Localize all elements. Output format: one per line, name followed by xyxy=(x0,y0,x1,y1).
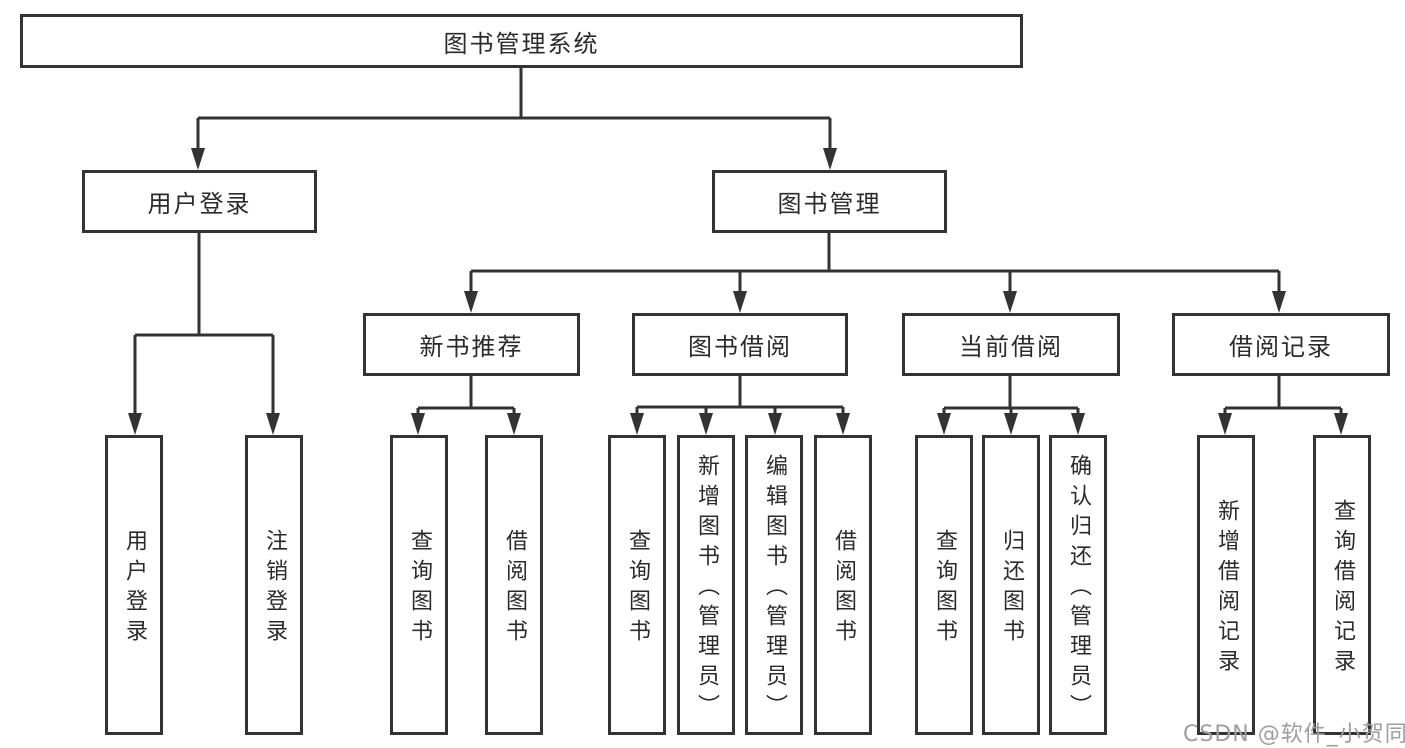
leaf-label: 归还图书 xyxy=(999,529,1024,649)
leaf-search-books: 查询图书 xyxy=(915,435,973,735)
leaf-label: 查询借阅记录 xyxy=(1330,499,1355,679)
leaf-label: 查询图书 xyxy=(625,529,650,649)
node-current-borrowing: 当前借阅 xyxy=(902,313,1120,376)
node-label: 新书推荐 xyxy=(419,333,524,361)
leaf-confirm-return-admin: 确认归还（管理员） xyxy=(1049,435,1107,735)
node-label: 图书管理系统 xyxy=(443,29,600,58)
leaf-search-borrow-record: 查询借阅记录 xyxy=(1313,435,1371,735)
node-label: 借阅记录 xyxy=(1229,333,1333,361)
leaf-search-books: 查询图书 xyxy=(390,435,448,735)
node-user-login: 用户登录 xyxy=(82,170,317,233)
leaf-label: 编辑图书（管理员） xyxy=(762,454,787,724)
node-book-management: 图书管理 xyxy=(712,170,947,233)
leaf-borrow-books: 借阅图书 xyxy=(485,435,543,735)
leaf-add-borrow-record: 新增借阅记录 xyxy=(1197,435,1255,735)
leaf-label: 用户登录 xyxy=(122,529,147,649)
leaf-search-books: 查询图书 xyxy=(608,435,666,735)
leaf-user-login: 用户登录 xyxy=(105,435,163,735)
leaf-label: 注销登录 xyxy=(262,529,287,649)
node-new-book-recommendation: 新书推荐 xyxy=(363,313,580,376)
node-label: 当前借阅 xyxy=(959,333,1063,361)
leaf-edit-books-admin: 编辑图书（管理员） xyxy=(745,435,803,735)
node-label: 用户登录 xyxy=(147,190,252,218)
connector-paths xyxy=(133,68,1343,417)
leaf-label: 确认归还（管理员） xyxy=(1066,454,1091,724)
node-library-management-system: 图书管理系统 xyxy=(20,14,1023,68)
leaf-borrow-books: 借阅图书 xyxy=(814,435,872,735)
leaf-label: 借阅图书 xyxy=(502,529,527,649)
leaf-label: 新增图书（管理员） xyxy=(694,454,719,724)
csdn-watermark: CSDN @软件_小贺同学 xyxy=(1183,722,1405,747)
leaf-return-books: 归还图书 xyxy=(982,435,1040,735)
node-book-borrowing: 图书借阅 xyxy=(632,313,848,376)
node-label: 图书借阅 xyxy=(688,333,792,361)
node-label: 图书管理 xyxy=(777,190,882,218)
leaf-add-books-admin: 新增图书（管理员） xyxy=(677,435,735,735)
leaf-logout: 注销登录 xyxy=(245,435,303,735)
node-borrowing-records: 借阅记录 xyxy=(1172,313,1390,376)
leaf-label: 查询图书 xyxy=(407,529,432,649)
leaf-label: 新增借阅记录 xyxy=(1214,499,1239,679)
arrowheads xyxy=(128,148,1348,435)
leaf-label: 借阅图书 xyxy=(831,529,856,649)
leaf-label: 查询图书 xyxy=(932,529,957,649)
